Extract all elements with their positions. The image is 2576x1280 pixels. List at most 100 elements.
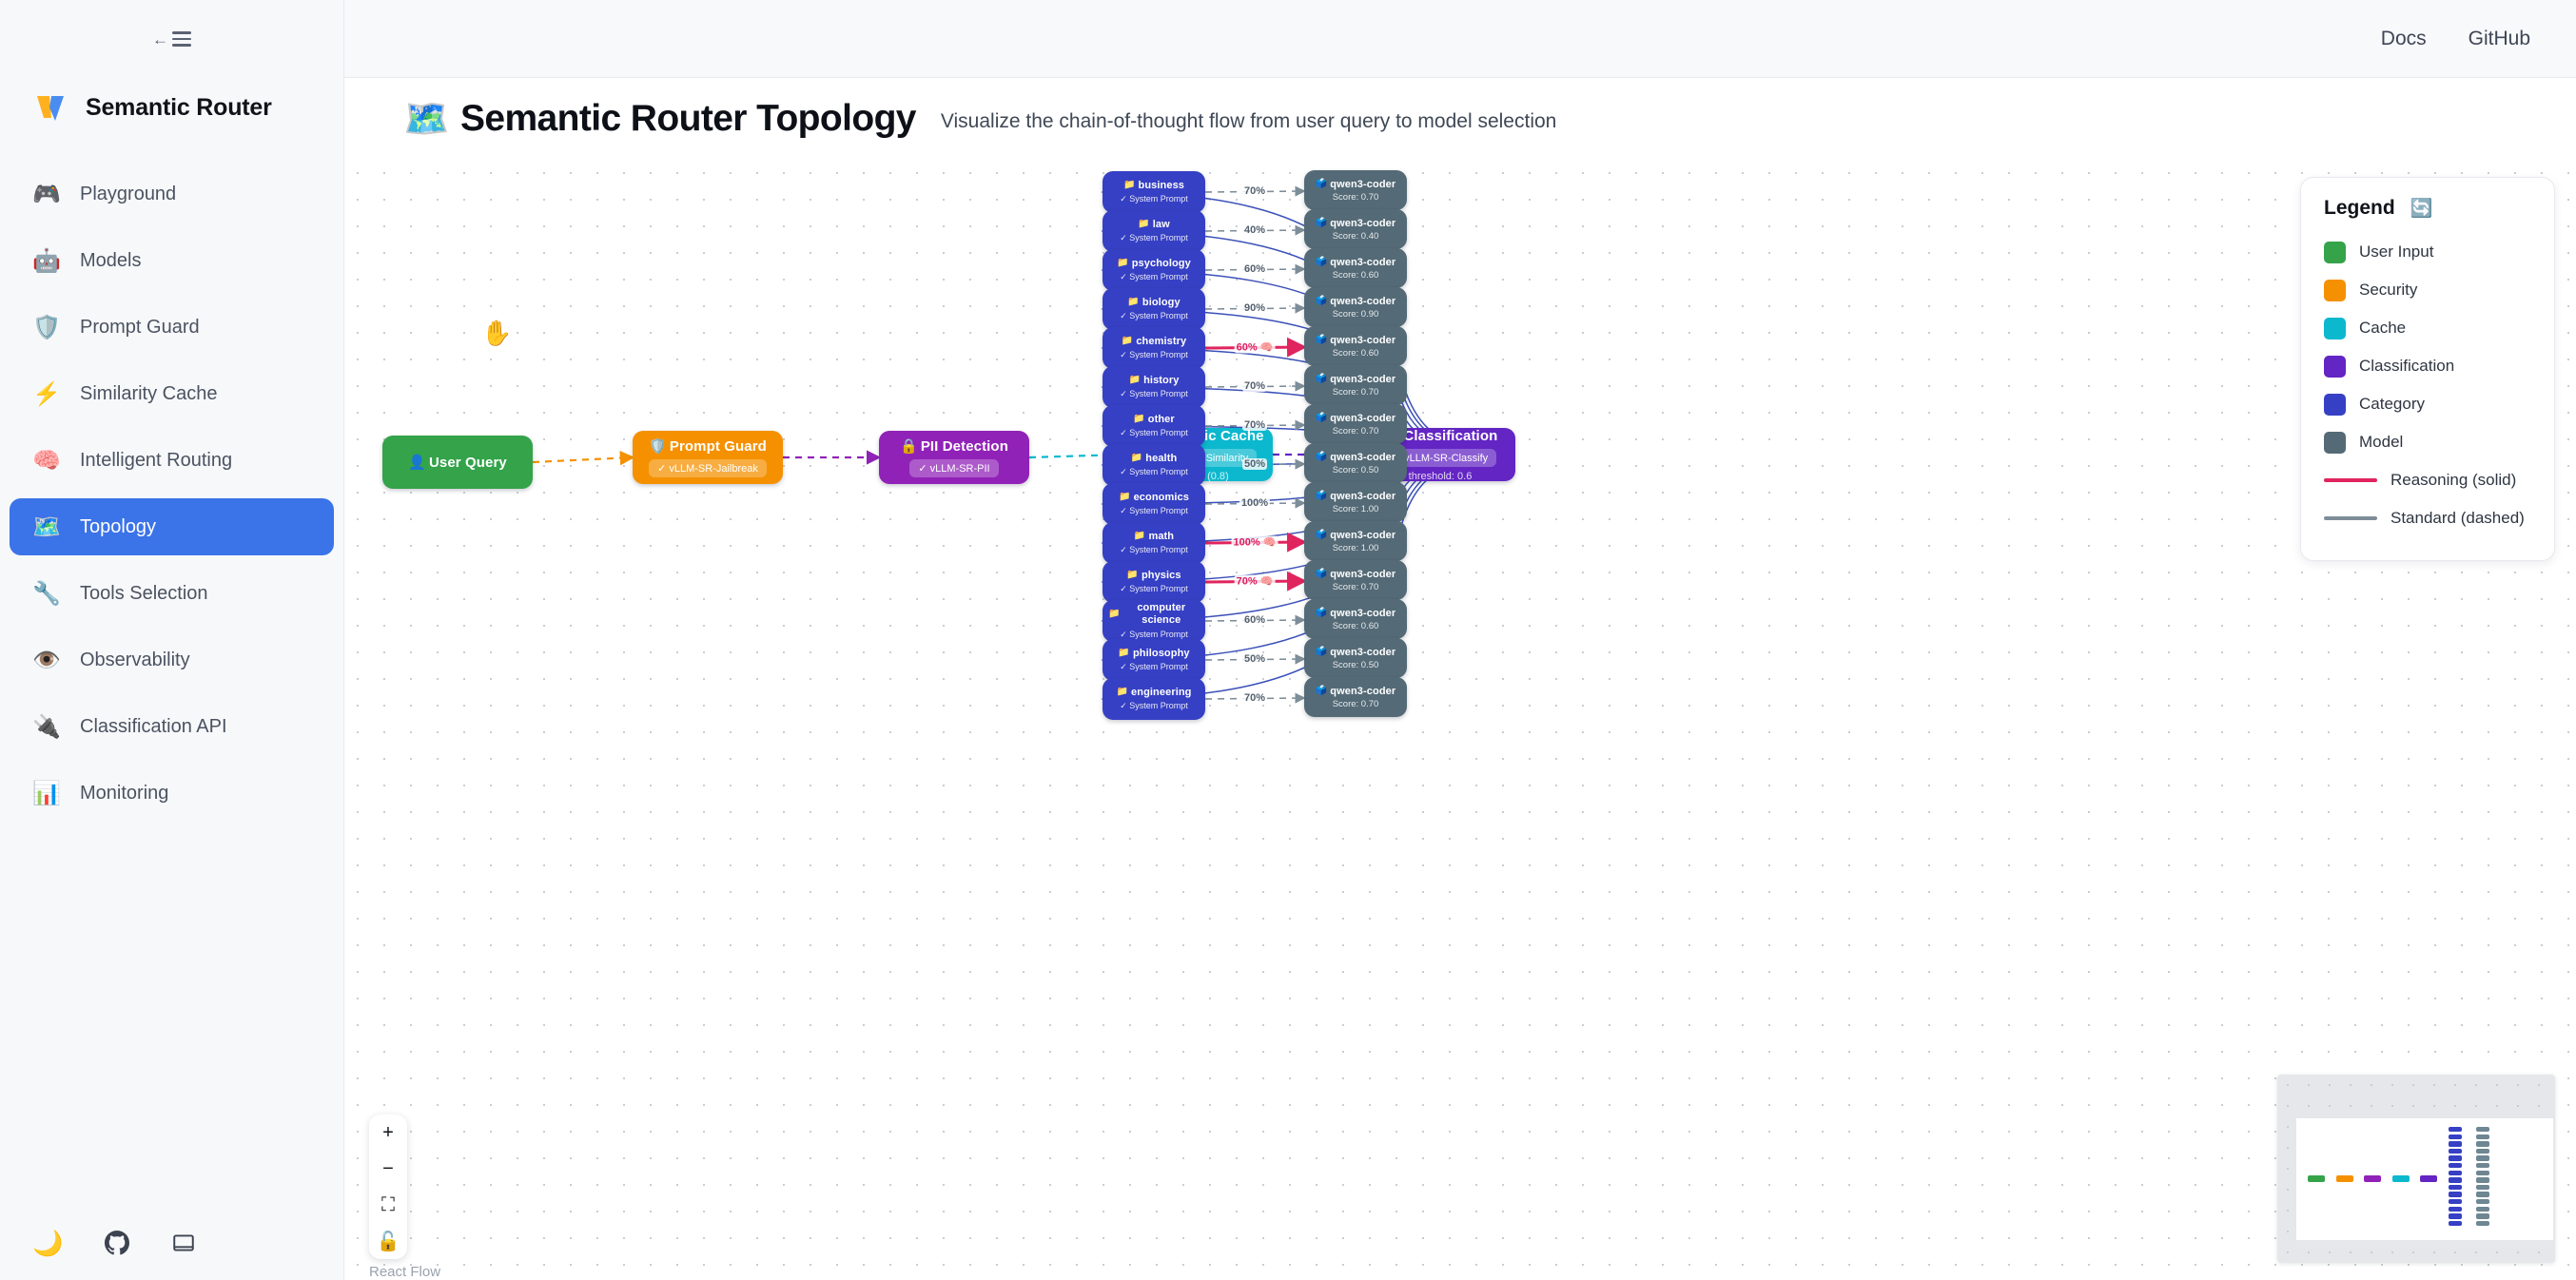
github-icon[interactable]	[105, 1231, 130, 1255]
node-category-health[interactable]: 📁health✓ System Prompt	[1103, 444, 1205, 486]
minimap-node-category	[2449, 1199, 2462, 1205]
node-category-physics[interactable]: 📁physics✓ System Prompt	[1103, 561, 1205, 603]
color-swatch-icon	[2324, 431, 2346, 454]
zoom-in-button[interactable]: +	[382, 1121, 394, 1143]
model-score: Score: 0.50	[1332, 464, 1379, 475]
legend-line-solid: Reasoning (solid)	[2324, 461, 2531, 499]
refresh-icon[interactable]: 🔄	[2410, 199, 2433, 219]
docs-book-icon[interactable]	[171, 1231, 196, 1255]
sidebar-item-similarity-cache[interactable]: ⚡Similarity Cache	[10, 365, 334, 422]
minimap-node-category	[2449, 1220, 2462, 1227]
sidebar-icon-7: 👁️	[32, 647, 61, 673]
model-box-icon: 🗳️	[1315, 218, 1328, 228]
sidebar-item-playground[interactable]: 🎮Playground	[10, 165, 334, 223]
sidebar-item-observability[interactable]: 👁️Observability	[10, 631, 334, 688]
minimap-node-category	[2449, 1170, 2462, 1175]
sidebar-item-classification-api[interactable]: 🔌Classification API	[10, 698, 334, 755]
node-category-business[interactable]: 📁business✓ System Prompt	[1103, 171, 1205, 213]
color-swatch-icon	[2324, 279, 2346, 301]
node-title: 📁health	[1130, 452, 1178, 464]
github-link[interactable]: GitHub	[2468, 27, 2530, 49]
sidebar-item-intelligent-routing[interactable]: 🧠Intelligent Routing	[10, 432, 334, 489]
folder-icon: 📁	[1108, 609, 1121, 620]
sidebar-item-monitoring[interactable]: 📊Monitoring	[10, 765, 334, 822]
model-score: Score: 0.90	[1332, 308, 1379, 320]
sidebar-item-prompt-guard[interactable]: 🛡️Prompt Guard	[10, 299, 334, 356]
minimap-node-category	[2449, 1148, 2462, 1154]
theme-toggle-moon-icon[interactable]: 🌙	[32, 1229, 64, 1257]
minimap-node-pipeline	[2364, 1175, 2381, 1182]
node-subtitle: ✓ System Prompt	[1120, 272, 1188, 282]
sidebar-item-topology[interactable]: 🗺️Topology	[10, 498, 334, 555]
node-pii-detection[interactable]: 🔒PII Detection✓ vLLM-SR-PII	[879, 431, 1029, 484]
color-swatch-icon	[2324, 317, 2346, 339]
folder-icon: 📁	[1117, 258, 1129, 269]
lock-button[interactable]: 🔓	[376, 1231, 400, 1252]
folder-icon: 📁	[1133, 531, 1146, 542]
node-subtitle: ✓ System Prompt	[1120, 701, 1188, 711]
minimap-node-category	[2449, 1141, 2462, 1147]
model-score: Score: 0.70	[1332, 386, 1379, 398]
minimap-node-pipeline	[2336, 1175, 2353, 1182]
brand[interactable]: Semantic Router	[0, 78, 343, 137]
node-category-law[interactable]: 📁law✓ System Prompt	[1103, 210, 1205, 252]
node-category-math[interactable]: 📁math✓ System Prompt	[1103, 522, 1205, 564]
model-box-icon: 🗳️	[1315, 647, 1328, 657]
model-score: Score: 0.70	[1332, 698, 1379, 709]
node-category-psychology[interactable]: 📁psychology✓ System Prompt	[1103, 249, 1205, 291]
sidebar-item-label: Tools Selection	[80, 582, 208, 604]
node-title: 🗳️qwen3-coder	[1315, 490, 1396, 502]
node-category-philosophy[interactable]: 📁philosophy✓ System Prompt	[1103, 639, 1205, 681]
model-box-icon: 🗳️	[1315, 491, 1328, 501]
page-title: 🗺️ Semantic Router Topology	[403, 97, 916, 141]
node-category-economics[interactable]: 📁economics✓ System Prompt	[1103, 483, 1205, 525]
node-category-other[interactable]: 📁other✓ System Prompt	[1103, 405, 1205, 447]
node-user-query[interactable]: 👤User Query	[382, 436, 533, 489]
node-subtitle: ✓ System Prompt	[1120, 350, 1188, 360]
legend-label: Cache	[2359, 319, 2407, 337]
node-category-chemistry[interactable]: 📁chemistry ✓ System Prompt	[1103, 327, 1205, 369]
sidebar-item-label: Models	[80, 249, 142, 271]
node-title: 📁chemistry	[1121, 335, 1187, 347]
minimap-node-category	[2449, 1192, 2462, 1197]
node-badge: ✓ vLLM-SR-Jailbreak	[649, 459, 767, 477]
zoom-out-button[interactable]: −	[382, 1157, 394, 1179]
node-prompt-guard[interactable]: 🛡️Prompt Guard✓ vLLM-SR-Jailbreak	[633, 431, 783, 484]
minimap-node-model	[2476, 1220, 2489, 1227]
brand-name: Semantic Router	[86, 93, 272, 121]
node-category-engineering[interactable]: 📁engineering✓ System Prompt	[1103, 678, 1205, 720]
fit-view-button[interactable]: ⛶	[381, 1193, 395, 1215]
model-box-icon: 🗳️	[1315, 296, 1328, 306]
node-category-computer-science[interactable]: 📁computer science✓ System Prompt	[1103, 600, 1205, 642]
folder-icon: 📁	[1126, 570, 1139, 581]
legend-swatch-classification: Classification	[2324, 347, 2531, 385]
collapse-sidebar-icon[interactable]: ←	[151, 23, 193, 55]
minimap[interactable]	[2277, 1075, 2555, 1263]
docs-link[interactable]: Docs	[2380, 27, 2427, 49]
model-score: Score: 1.00	[1332, 542, 1379, 553]
topology-canvas[interactable]: 👤User Query 🛡️Prompt Guard✓ vLLM-SR-Jailb…	[344, 160, 2576, 1280]
model-score: Score: 0.60	[1332, 620, 1379, 631]
react-flow-attribution[interactable]: React Flow	[369, 1264, 441, 1280]
node-category-history[interactable]: 📁history✓ System Prompt	[1103, 366, 1205, 408]
node-category-biology[interactable]: 📁biology✓ System Prompt	[1103, 288, 1205, 330]
sidebar-item-models[interactable]: 🤖Models	[10, 232, 334, 289]
node-title: 🗳️qwen3-coder	[1315, 412, 1396, 424]
sidebar-item-tools-selection[interactable]: 🔧Tools Selection	[10, 565, 334, 622]
folder-icon: 📁	[1127, 297, 1140, 308]
model-score: Score: 0.60	[1332, 269, 1379, 281]
